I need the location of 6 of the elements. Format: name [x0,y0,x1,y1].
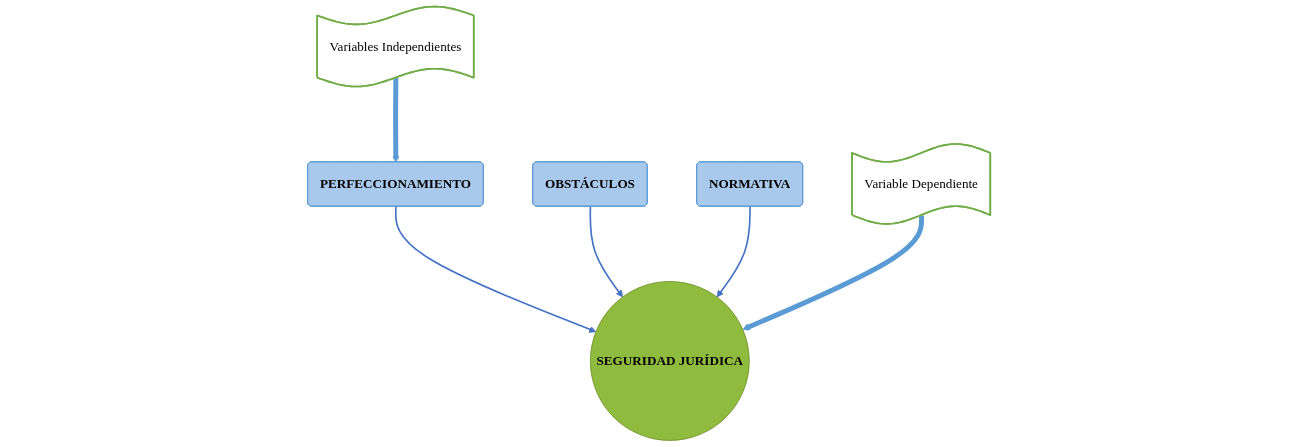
arrow [391,78,399,163]
arrow [589,205,623,298]
node-circle: SEGURIDAD JURÍDICA [589,281,750,441]
arrow [716,205,751,298]
arrow [742,215,924,331]
arrow [394,205,596,333]
